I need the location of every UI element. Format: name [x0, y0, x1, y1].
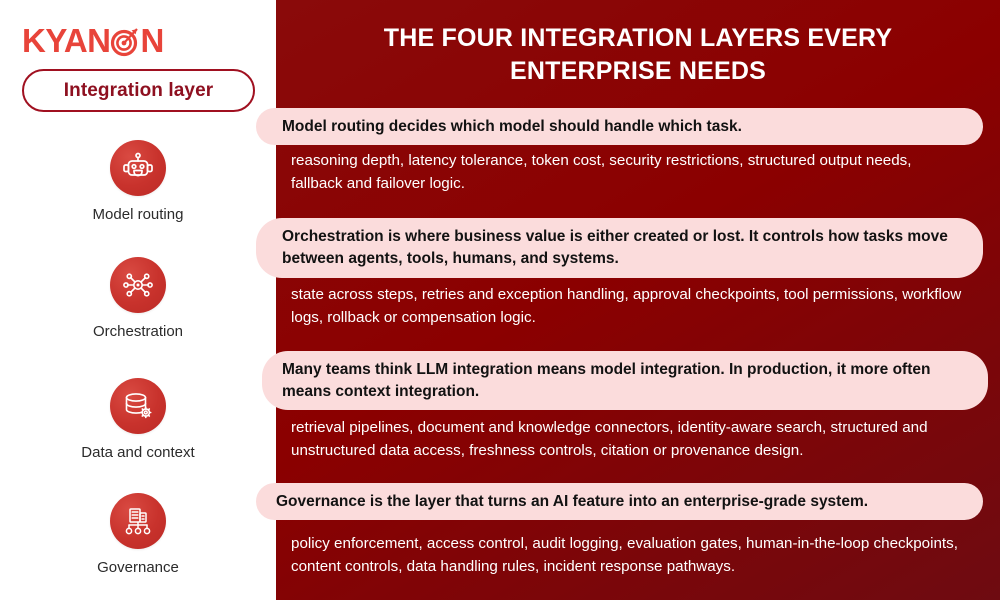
database-gear-icon: [110, 378, 166, 434]
sidebar-item-model-routing[interactable]: Model routing: [0, 140, 276, 223]
page-title: THE FOUR INTEGRATION LAYERS EVERY ENTERP…: [383, 24, 893, 85]
sidebar-item-data-and-context[interactable]: Data and context: [0, 378, 276, 461]
layer-headline-text: Governance is the layer that turns an AI…: [276, 492, 869, 510]
brand-name-suffix: N: [140, 21, 164, 59]
integration-layer-badge: Integration layer: [22, 69, 255, 112]
sidebar-item-label: Data and context: [81, 444, 195, 461]
integration-layer-badge-label: Integration layer: [63, 79, 214, 101]
layer-headline-text: Model routing decides which model should…: [282, 117, 742, 135]
sidebar-item-label: Orchestration: [92, 323, 184, 340]
layer-detail-text: reasoning depth, latency tolerance, toke…: [291, 152, 912, 192]
network-hub-icon: [110, 257, 166, 313]
sidebar: KYAN N Integration layer: [0, 0, 276, 600]
layer-headline-pill: Orchestration is where business value is…: [256, 218, 983, 278]
sidebar-item-label: Governance: [97, 559, 179, 576]
target-dartboard-icon: [110, 25, 140, 57]
brand-name-prefix: KYAN: [22, 21, 111, 59]
organization-building-icon: [110, 493, 166, 549]
sidebar-item-orchestration[interactable]: Orchestration: [0, 257, 276, 340]
brand-logo: KYAN N: [22, 20, 164, 60]
layer-headline-text: Many teams think LLM integration means m…: [282, 360, 931, 400]
layer-detail-text: retrieval pipelines, document and knowle…: [291, 419, 928, 459]
layer-headline-pill: Model routing decides which model should…: [256, 108, 983, 145]
layer-headline-text: Orchestration is where business value is…: [282, 228, 948, 267]
layer-headline-pill: Many teams think LLM integration means m…: [262, 351, 988, 410]
sidebar-item-label: Model routing: [92, 206, 184, 223]
robot-icon: [110, 140, 166, 196]
sidebar-item-governance[interactable]: Governance: [0, 493, 276, 576]
layer-headline-pill: Governance is the layer that turns an AI…: [256, 483, 983, 520]
brand-wordmark: KYAN N: [22, 24, 164, 57]
layer-detail-text: policy enforcement, access control, audi…: [291, 535, 958, 575]
layer-detail-text: state across steps, retries and exceptio…: [291, 286, 962, 326]
